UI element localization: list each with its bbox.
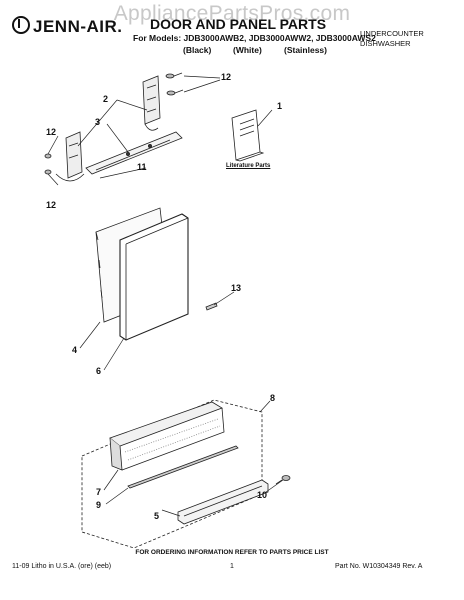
- literature-booklet: [231, 109, 265, 162]
- callout-12-top: 12: [221, 72, 232, 82]
- brand-mark-icon: [12, 16, 30, 34]
- callout-3: 3: [95, 117, 101, 127]
- finish-stainless: (Stainless): [284, 45, 327, 55]
- callout-2: 2: [103, 94, 109, 104]
- control-panel-back: [109, 401, 225, 471]
- page-title: DOOR AND PANEL PARTS: [150, 16, 327, 32]
- console-screw: [275, 475, 291, 485]
- part-number: Part No. W10304349 Rev. A: [335, 563, 423, 570]
- callout-7: 7: [96, 487, 102, 497]
- page-number: 1: [230, 563, 234, 570]
- door-front-panel: [119, 213, 189, 341]
- hinge-bracket-left: [55, 131, 85, 182]
- door-rail: [85, 131, 183, 175]
- callout-13: 13: [231, 283, 242, 293]
- console-trim: [177, 479, 269, 525]
- finish-white: (White): [233, 45, 262, 55]
- callout-10: 10: [257, 490, 268, 500]
- callout-1: 1: [277, 101, 283, 111]
- model-list: For Models: JDB3000AWB2, JDB3000AWW2, JD…: [133, 33, 376, 43]
- callout-8: 8: [270, 393, 276, 403]
- screws-left: [44, 153, 52, 175]
- callout-4: 4: [72, 345, 78, 355]
- category-line-2: DISHWASHER: [360, 39, 411, 48]
- watermark-text: AppliancePartsPros.com: [113, 2, 351, 25]
- litho-info: 11-09 Litho in U.S.A. (ore) (eeb): [12, 563, 112, 570]
- callout-12-left: 12: [46, 127, 57, 137]
- finish-black: (Black): [183, 45, 212, 55]
- ordering-note: FOR ORDERING INFORMATION REFER TO PARTS …: [135, 549, 329, 556]
- callout-11: 11: [137, 162, 147, 172]
- callout-6: 6: [96, 366, 102, 376]
- hinge-bracket-top: [142, 75, 161, 131]
- brand-logo-text: JENN-AIR.: [33, 17, 123, 36]
- callout-5: 5: [154, 511, 160, 521]
- brand-logo: JENN-AIR.: [12, 16, 123, 37]
- screws-top: [165, 72, 184, 96]
- literature-parts-label: Literature Parts: [226, 163, 271, 169]
- category-line-1: UNDERCOUNTER: [360, 29, 424, 38]
- console-strip: [127, 445, 239, 489]
- appliance-category: UNDERCOUNTER DISHWASHER: [360, 29, 460, 49]
- callout-9: 9: [96, 500, 102, 510]
- callout-12-bottom: 12: [46, 200, 57, 210]
